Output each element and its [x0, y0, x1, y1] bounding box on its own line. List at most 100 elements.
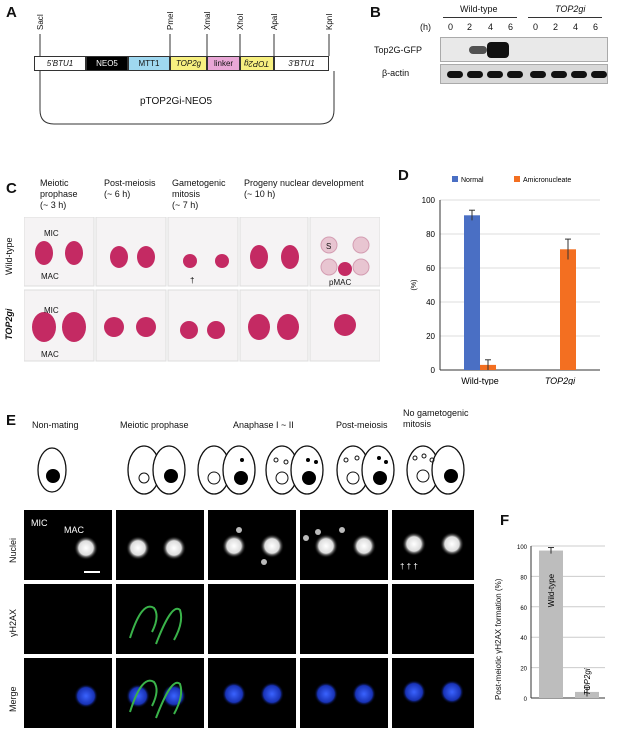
band	[551, 71, 567, 78]
label-s: S	[326, 242, 332, 251]
e-row-gh2ax: γH2AX	[8, 608, 18, 637]
band	[487, 71, 503, 78]
blot-top2g-gfp	[440, 37, 608, 62]
e-stage-meiotic-prophase: Meiotic prophase	[120, 420, 189, 430]
legend-label: Amicronucleate	[523, 177, 571, 184]
time-4-wt: 4	[488, 22, 494, 32]
legend-swatch	[452, 176, 458, 182]
plasmid-name: pTOP2Gi-NEO5	[140, 96, 213, 107]
time-2-wt: 2	[467, 22, 473, 32]
category-label: TOP2gi	[545, 376, 576, 385]
stage-line: Meiotic	[40, 178, 69, 188]
stage-line: No gametogenic	[403, 408, 469, 418]
tick-label: 0	[524, 697, 528, 703]
stage-line: (~ 10 h)	[244, 189, 276, 199]
panel-e-label: E	[6, 412, 17, 429]
e-stage-anaphase: Anaphase I ~ II	[233, 420, 294, 430]
band	[530, 71, 546, 78]
segment-5btu1-label: 5'BTU1	[46, 59, 74, 68]
wildtype-underline	[443, 17, 517, 18]
band	[487, 42, 509, 58]
legend-label: Normal	[461, 177, 484, 184]
segment-5btu1: 5'BTU1	[34, 56, 86, 71]
tick-label: 0	[431, 366, 436, 375]
segment-top2g-rev-label: TOP2g	[244, 59, 270, 68]
segment-top2g-label: TOP2g	[175, 59, 202, 68]
row-label-wildtype: Wild-type	[4, 237, 14, 275]
row-label-top2g-gfp: Top2G-GFP	[374, 45, 423, 55]
time-6-wt: 6	[508, 22, 514, 32]
time-0-wt: 0	[448, 22, 454, 32]
stage-line: (~ 7 h)	[172, 200, 199, 210]
micrograph-grid-e	[24, 510, 474, 728]
stage-meiotic-prophase: Meiotic prophase (~ 3 h)	[40, 178, 78, 211]
tick-label: 20	[426, 332, 435, 341]
category-label: Wild-type	[461, 376, 499, 385]
stage-line: (~ 3 h)	[40, 200, 67, 210]
label-mac-ko: MAC	[41, 350, 59, 359]
stage-line: Gametogenic	[172, 178, 226, 188]
segment-neo5-label: NEO5	[96, 59, 118, 68]
tick-label: 100	[517, 545, 528, 551]
tick-label: 60	[426, 264, 435, 273]
micrograph-grid-c	[24, 217, 380, 362]
tick-label: 80	[520, 575, 527, 581]
stage-line: mitosis	[403, 419, 432, 429]
label-dagger: †	[190, 276, 195, 285]
stage-line: Post-meiosis	[104, 178, 156, 188]
y-axis-label: (%)	[411, 280, 418, 291]
segment-3btu1-label: 3'BTU1	[288, 59, 315, 68]
tick-label: 100	[422, 196, 436, 205]
category-label: Wild-type	[547, 573, 556, 607]
band	[591, 71, 607, 78]
tick-label: 40	[520, 636, 527, 642]
time-6-ko: 6	[593, 22, 599, 32]
e-row-merge: Merge	[8, 686, 18, 712]
time-0-ko: 0	[533, 22, 539, 32]
segment-3btu1: 3'BTU1	[274, 56, 329, 71]
bar-normal	[464, 215, 480, 370]
stage-line: (~ 6 h)	[104, 189, 131, 199]
row-label-top2gi: TOP2gi	[4, 308, 14, 340]
chart-d: 0 20 40 60 80 100 (%) Wild-type TOP2gi Normal Amic…	[411, 176, 600, 385]
tick-label: 40	[426, 298, 435, 307]
blot-wildtype-header: Wild-type	[460, 4, 498, 14]
segment-mtt1-label: MTT1	[138, 59, 160, 68]
tick-label: 60	[520, 606, 527, 612]
time-4-ko: 4	[573, 22, 579, 32]
segment-linker-label: linker	[213, 59, 234, 68]
band	[467, 71, 483, 78]
band	[447, 71, 463, 78]
segment-mtt1: MTT1	[128, 56, 170, 71]
bar-amicronucleate	[560, 249, 576, 370]
row-label-actin: β-actin	[382, 68, 410, 78]
legend-swatch	[514, 176, 520, 182]
band	[507, 71, 523, 78]
e-stage-non-mating: Non-mating	[32, 420, 79, 430]
label-pmac: pMAC	[329, 278, 352, 287]
panel-c-label: C	[6, 180, 17, 197]
panel-d-label: D	[398, 167, 409, 184]
blot-actin	[440, 64, 608, 84]
e-label-mac: MAC	[64, 525, 84, 535]
panel-b-label: B	[370, 4, 381, 21]
segment-top2g-antisense: TOP2g	[240, 56, 274, 71]
e-row-nuclei: Nuclei	[8, 537, 18, 563]
panel-a-label: A	[6, 4, 17, 21]
time-2-ko: 2	[553, 22, 559, 32]
blot-top2gi-header: TOP2gi	[555, 4, 586, 14]
cell-schematics	[37, 445, 465, 495]
stage-line: Progeny nuclear development	[244, 178, 364, 188]
segment-neo5: NEO5	[86, 56, 128, 71]
plasmid-map	[39, 34, 335, 125]
segment-top2g-sense: TOP2g	[170, 56, 207, 71]
label-mic-ko: MIC	[44, 306, 59, 315]
stage-progeny: Progeny nuclear development (~ 10 h)	[244, 178, 364, 200]
bar	[539, 550, 563, 698]
tick-label: 80	[426, 230, 435, 239]
label-mic: MIC	[44, 229, 59, 238]
category-label: TOP2gi	[583, 668, 592, 695]
band	[571, 71, 587, 78]
panel-f-label: F	[500, 512, 510, 529]
stage-gametogenic-mitosis: Gametogenic mitosis (~ 7 h)	[172, 178, 226, 211]
